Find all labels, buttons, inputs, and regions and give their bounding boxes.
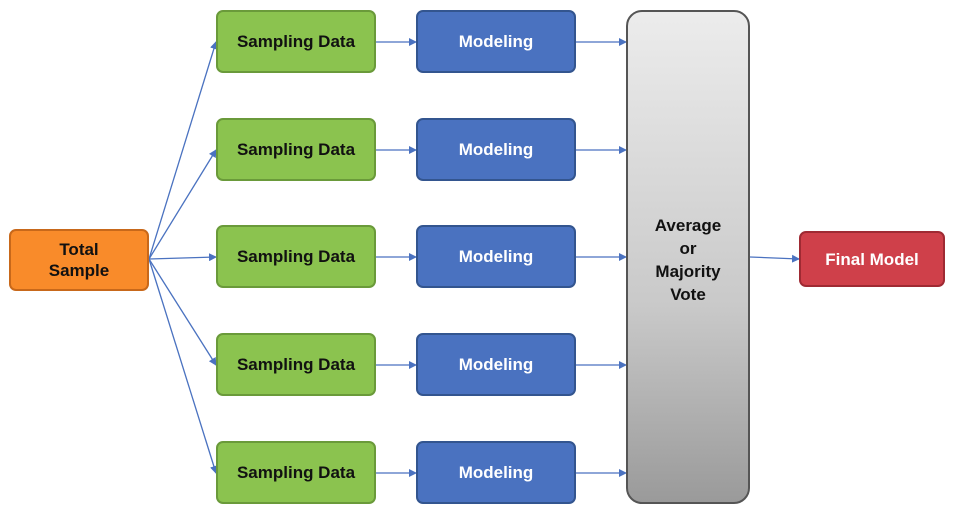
modeling-node-2: Modeling <box>416 118 576 181</box>
sampling-data-node-3: Sampling Data <box>216 225 376 288</box>
sampling-data-node-4: Sampling Data <box>216 333 376 396</box>
aggregator-label: Average or Majority Vote <box>654 216 722 304</box>
arrow-source-to-sampling-1 <box>148 41 218 260</box>
sampling-data-node-2: Sampling Data <box>216 118 376 181</box>
sampling-data-node-1: Sampling Data <box>216 10 376 73</box>
modeling-label: Modeling <box>458 355 534 374</box>
sampling-data-node-5: Sampling Data <box>216 441 376 504</box>
sampling-data-label: Sampling Data <box>236 463 356 482</box>
total-sample-label: Total Sample <box>48 240 110 280</box>
modeling-label: Modeling <box>458 463 534 482</box>
sampling-data-label: Sampling Data <box>236 247 356 266</box>
average-or-majority-vote-node: Average or Majority Vote <box>626 10 750 504</box>
final-model-node: Final Model <box>799 231 945 287</box>
sampling-data-label: Sampling Data <box>236 140 356 159</box>
modeling-node-3: Modeling <box>416 225 576 288</box>
modeling-label: Modeling <box>458 247 534 266</box>
modeling-node-1: Modeling <box>416 10 576 73</box>
arrow-source-to-sampling-2 <box>148 149 217 260</box>
modeling-label: Modeling <box>458 140 534 159</box>
modeling-label: Modeling <box>458 32 534 51</box>
sampling-data-label: Sampling Data <box>236 32 356 51</box>
sampling-data-label: Sampling Data <box>236 355 356 374</box>
arrow-source-to-sampling-5 <box>148 258 218 474</box>
modeling-node-5: Modeling <box>416 441 576 504</box>
modeling-node-4: Modeling <box>416 333 576 396</box>
arrow-aggregator-to-final <box>749 254 800 263</box>
arrow-source-to-sampling-4 <box>148 258 217 366</box>
final-model-label: Final Model <box>825 249 919 269</box>
arrow-source-to-sampling-3 <box>148 253 217 262</box>
total-sample-node: Total Sample <box>9 229 149 291</box>
